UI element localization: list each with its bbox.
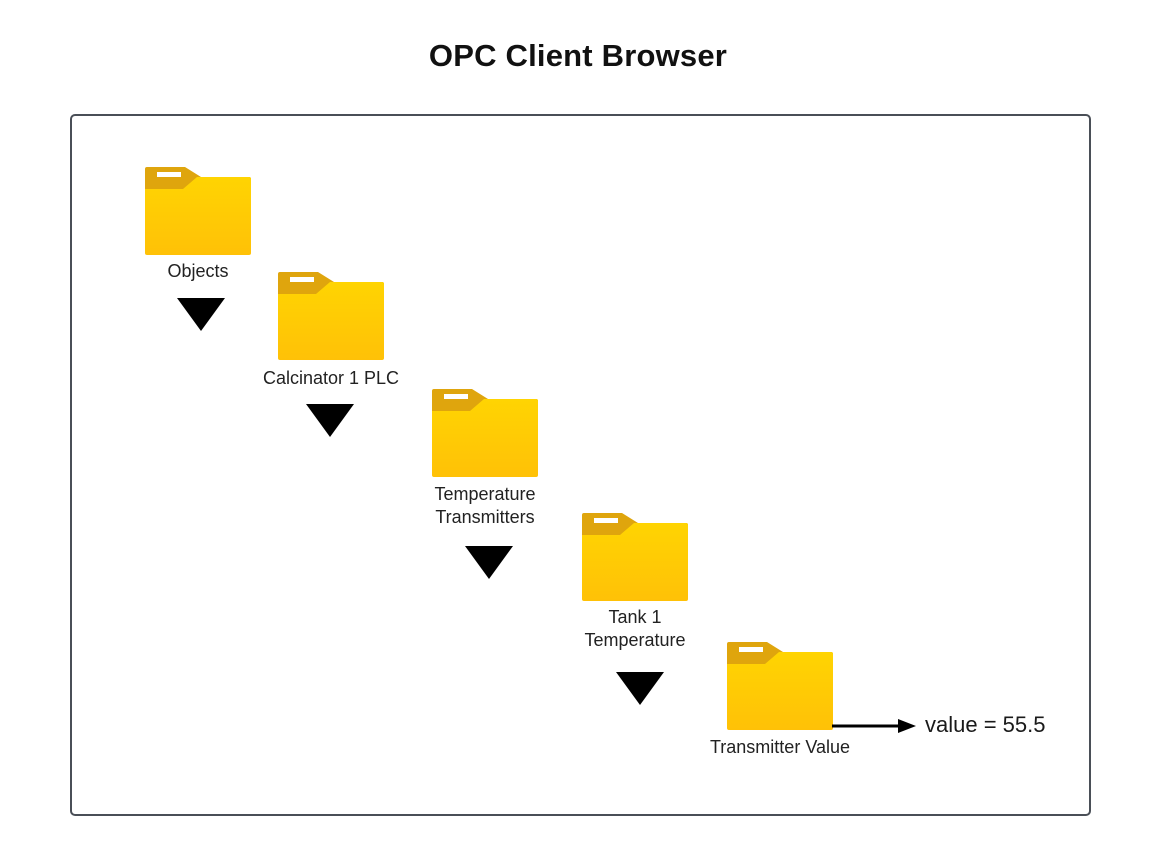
folder-label-temperature-transmitters: Temperature Transmitters [405, 483, 565, 529]
label-line: Temperature [434, 484, 536, 504]
folder-label-objects: Objects [167, 261, 229, 281]
folder-label-calcinator-plc: Calcinator 1 PLC [262, 368, 400, 388]
folder-icon[interactable] [582, 513, 688, 601]
label-line: Transmitters [435, 507, 535, 527]
connector-arrow-icon [832, 719, 916, 733]
expand-arrow-icon[interactable] [306, 404, 354, 437]
folder-icon[interactable] [727, 642, 833, 730]
expand-arrow-icon[interactable] [616, 672, 664, 705]
folder-icon[interactable] [432, 389, 538, 477]
value-readout: value = 55.5 [925, 712, 1046, 737]
label-line: Tank 1 [608, 607, 662, 627]
diagram-title: OPC Client Browser [428, 38, 728, 73]
label-line: Temperature [584, 630, 686, 650]
folder-label-tank-temperature: Tank 1 Temperature [555, 606, 715, 652]
folder-icon[interactable] [278, 272, 384, 360]
folder-icon[interactable] [145, 167, 251, 255]
expand-arrow-icon[interactable] [177, 298, 225, 331]
folder-label-transmitter-value: Transmitter Value [709, 737, 851, 757]
expand-arrow-icon[interactable] [465, 546, 513, 579]
